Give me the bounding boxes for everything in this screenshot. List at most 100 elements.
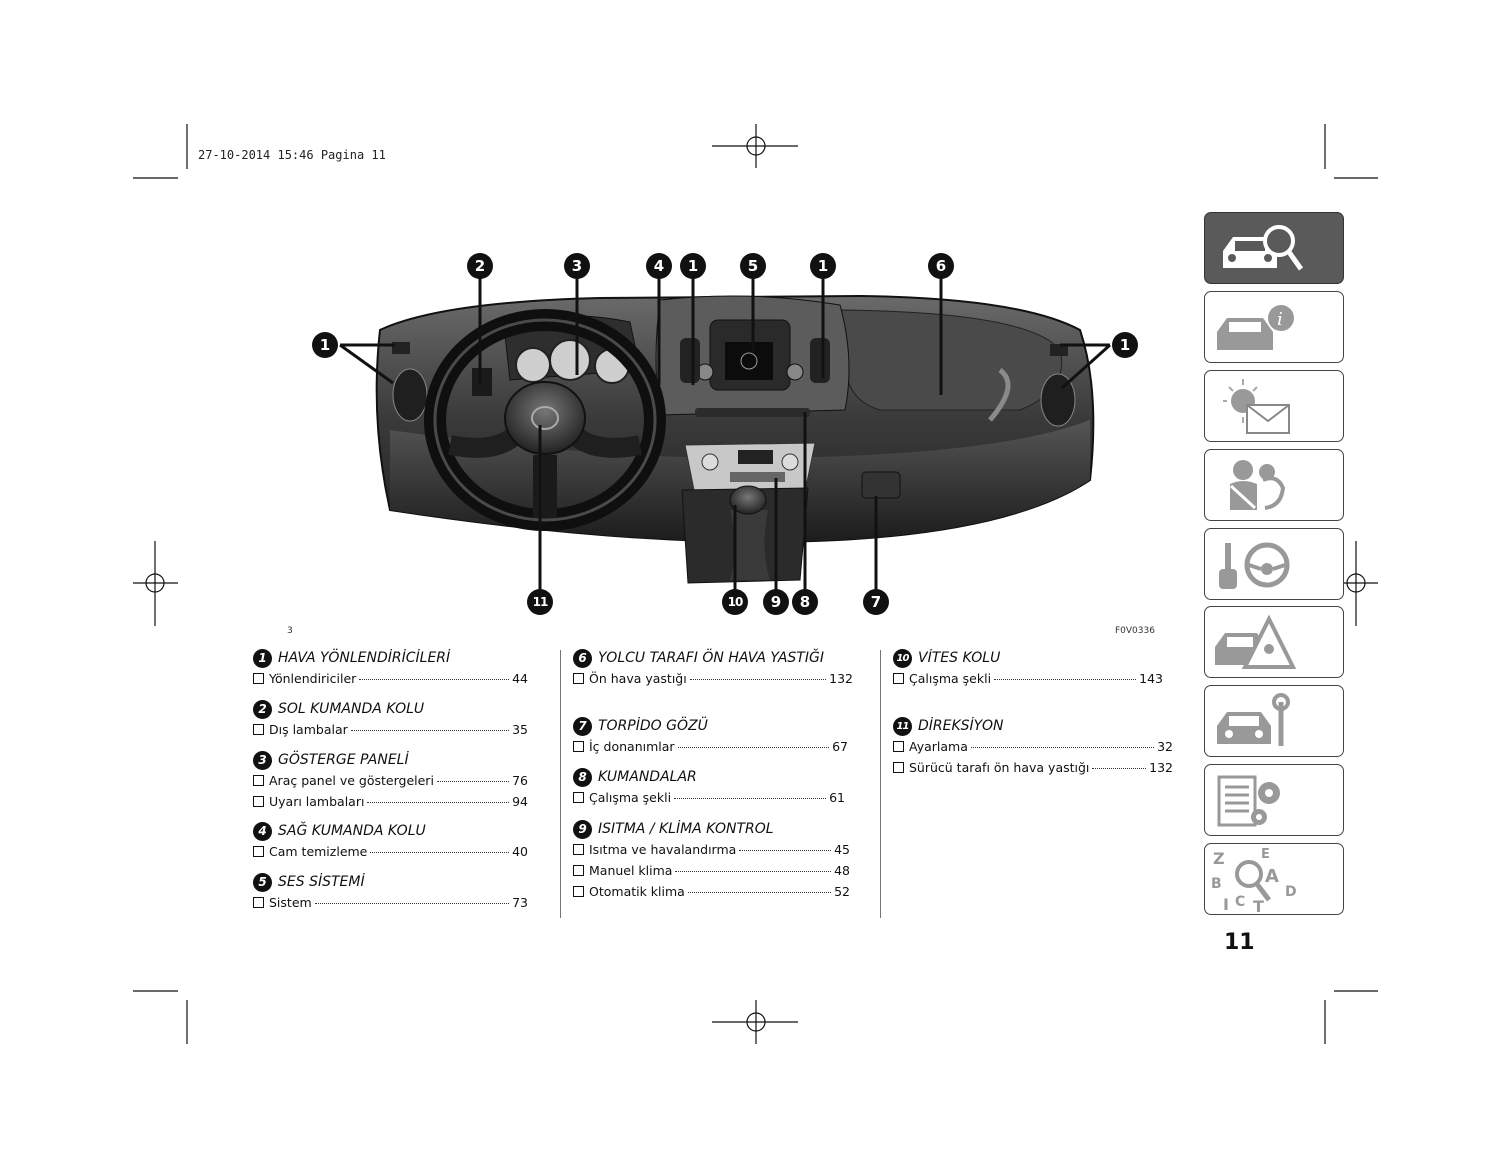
callout-6: 6: [928, 253, 954, 279]
entry-label: Manuel klima: [589, 863, 673, 878]
entry-page: 132: [829, 671, 853, 686]
glove-box-handle: [861, 471, 901, 499]
callout-11: 11: [527, 589, 553, 615]
entry-label: Sistem: [269, 895, 312, 910]
checkbox-icon: [253, 775, 264, 786]
car-warning-triangle-icon: [1215, 614, 1297, 669]
section-title: GÖSTERGE PANELİ: [278, 752, 409, 768]
entry-label: Araç panel ve göstergeleri: [269, 773, 434, 788]
callout-2: 2: [467, 253, 493, 279]
index-entry[interactable]: Yönlendiriciler 44: [253, 671, 528, 690]
checkbox-icon: [893, 741, 904, 752]
entry-label: Çalışma şekli: [909, 671, 992, 686]
entry-label: Dış lambalar: [269, 722, 348, 737]
entry-label: Ön hava yastığı: [589, 671, 687, 686]
checkbox-icon: [253, 796, 264, 807]
dashboard-illustration: [375, 294, 1095, 584]
checkbox-icon: [893, 762, 904, 773]
leader-dots: [350, 730, 510, 731]
section-title: TORPİDO GÖZÜ: [598, 718, 708, 734]
car-info-icon: i: [1217, 305, 1294, 350]
tab-vehicle-info[interactable]: i: [1204, 291, 1344, 363]
index-letter: D: [1285, 884, 1297, 900]
entry-label: Çalışma şekli: [589, 790, 672, 805]
section-title: SES SİSTEMİ: [278, 874, 365, 890]
index-letter: I: [1223, 895, 1229, 914]
checkbox-icon: [573, 673, 584, 684]
tab-alphabetical-index[interactable]: Z E B A D I C T: [1204, 843, 1344, 916]
checkbox-icon: [573, 741, 584, 752]
entry-page: 48: [834, 863, 850, 878]
air-vents: [392, 342, 1076, 427]
figure-number: 3: [287, 626, 293, 636]
tab-technical-data[interactable]: [1204, 764, 1344, 836]
car-magnifier-icon: [1223, 225, 1304, 271]
entry-page: 44: [512, 671, 528, 686]
section-number-badge: 5: [253, 872, 272, 892]
tab-maintenance[interactable]: [1204, 685, 1344, 757]
entry-label: Yönlendiriciler: [269, 671, 357, 686]
section-number-badge: 1: [253, 648, 272, 668]
section-title: ISITMA / KLİMA KONTROL: [598, 821, 774, 837]
callout-5: 5: [740, 253, 766, 279]
leader-dots: [687, 892, 832, 893]
callout-1-left: 1: [312, 332, 338, 358]
entry-page: 76: [512, 773, 528, 788]
section-title: VİTES KOLU: [918, 650, 1001, 666]
section-title: YOLCU TARAFI ÖN HAVA YASTIĞI: [598, 650, 824, 666]
tab-warning-lights[interactable]: [1204, 370, 1344, 442]
leader-dots: [739, 850, 832, 851]
index-letter: Z: [1213, 849, 1225, 868]
entry-page: 32: [1157, 739, 1173, 754]
index-entry[interactable]: Ön hava yastığı 132: [573, 671, 853, 690]
section-number-badge: 2: [253, 699, 272, 719]
key-steering-wheel-icon: [1219, 542, 1290, 589]
entry-label: Sürücü tarafı ön hava yastığı: [909, 760, 1090, 775]
index-entry[interactable]: Cam temizleme 40: [253, 844, 528, 863]
tab-dashboard-overview[interactable]: [1204, 212, 1344, 284]
checkbox-icon: [573, 865, 584, 876]
tab-starting-driving[interactable]: [1204, 528, 1344, 600]
callout-8: 8: [792, 589, 818, 615]
callout-7: 7: [863, 589, 889, 615]
figure-code: F0V0336: [1115, 626, 1155, 636]
callout-1-right: 1: [1112, 332, 1138, 358]
section-title: SOL KUMANDA KOLU: [278, 701, 425, 717]
leader-dots: [436, 781, 510, 782]
column-divider-2: [880, 650, 881, 918]
index-entry[interactable]: Manuel klima 48: [573, 863, 850, 882]
entry-label: Cam temizleme: [269, 844, 368, 859]
section-title: DİREKSİYON: [918, 718, 1004, 734]
entry-page: 40: [512, 844, 528, 859]
entry-page: 143: [1139, 671, 1163, 686]
entry-page: 45: [834, 842, 850, 857]
leader-dots: [677, 747, 830, 748]
callout-9: 9: [763, 589, 789, 615]
checkbox-icon: [253, 846, 264, 857]
callout-1-center-left: 1: [680, 253, 706, 279]
index-entry[interactable]: Araç panel ve göstergeleri 76: [253, 773, 528, 792]
leader-dots: [689, 679, 827, 680]
index-entry[interactable]: Çalışma şekli 143: [893, 671, 1163, 690]
entry-label: İç donanımlar: [589, 739, 675, 754]
index-letter: T: [1253, 897, 1264, 916]
tab-safety[interactable]: [1204, 449, 1344, 521]
section-number-badge: 9: [573, 819, 592, 839]
index-letter: B: [1211, 876, 1222, 892]
tab-emergency[interactable]: [1204, 606, 1344, 678]
checkbox-icon: [253, 897, 264, 908]
